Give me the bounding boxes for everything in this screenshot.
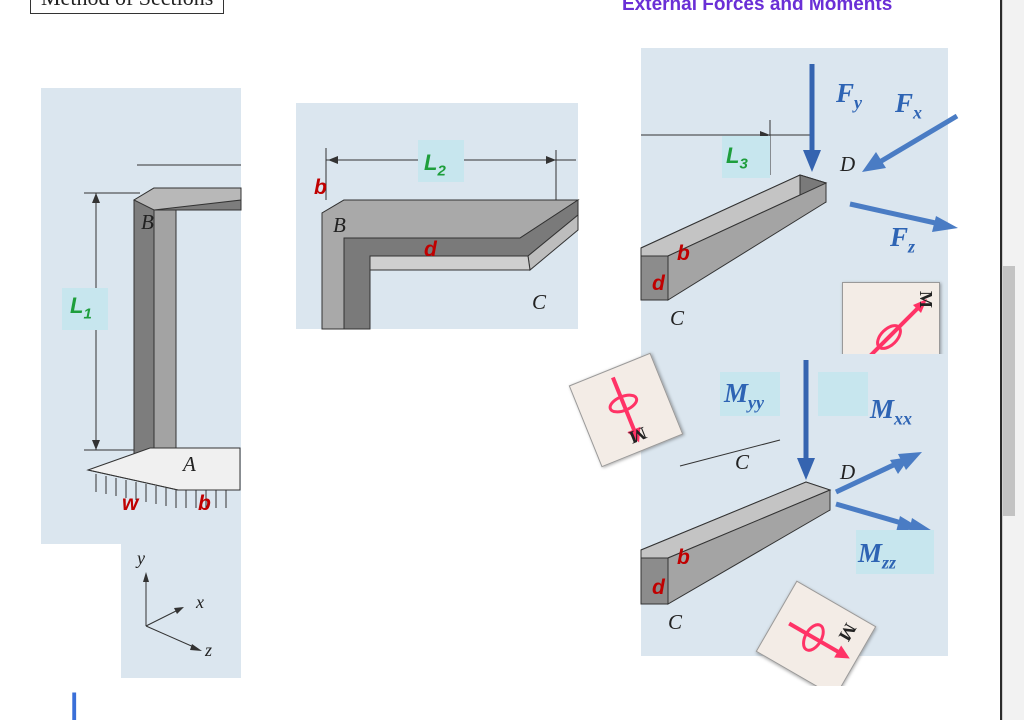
force-label-fz: Fz	[890, 222, 916, 257]
point-label-c-dimension: C	[735, 450, 750, 474]
axis-label-y: y	[137, 548, 145, 568]
point-label-b: B	[333, 213, 346, 237]
moment-vector-icon	[608, 376, 641, 443]
point-label-b: B	[141, 210, 154, 234]
length-label-l2: L2	[424, 150, 446, 180]
mzz-highlight	[856, 530, 934, 574]
slide: Method of Sections External Forces and M…	[0, 0, 1000, 686]
moment-vector-icon	[788, 621, 850, 659]
depth-label-d: d	[652, 272, 665, 295]
moment-label-mzz: Mzz	[858, 538, 897, 573]
l3-highlight	[722, 136, 770, 178]
moment-label-myy: Myy	[724, 378, 764, 413]
point-label-d: D	[840, 460, 856, 484]
point-label-c: C	[532, 290, 547, 314]
moment-card-z: M	[755, 580, 877, 686]
section-title: Method of Sections	[30, 0, 225, 14]
point-label-d: D	[840, 152, 856, 176]
width-label-b: b	[314, 176, 327, 199]
base-depth-label: b	[198, 492, 211, 515]
depth-label-d: d	[424, 238, 437, 261]
axis-label-x: x	[196, 592, 204, 612]
width-label-b: b	[677, 546, 690, 569]
next-slide-preview: |	[0, 686, 1000, 720]
length-label-l3: L3	[726, 143, 748, 173]
scrollbar-thumb[interactable]	[1003, 266, 1015, 516]
point-label-c: C	[668, 610, 683, 634]
bent-member-diagram	[321, 148, 580, 330]
next-slide-fragment: |	[70, 688, 79, 720]
axes-photo	[121, 544, 241, 678]
l1-highlight	[62, 288, 108, 330]
l2-highlight	[418, 140, 464, 182]
depth-label-d: d	[652, 576, 665, 599]
point-label-a: A	[183, 452, 196, 476]
axis-label-z: z	[205, 640, 213, 660]
force-label-fx: Fx	[895, 88, 923, 123]
moment-label-mxx: Mxx	[870, 394, 913, 429]
moments-diagram	[640, 360, 934, 605]
forces-diagram	[640, 64, 959, 301]
length-label-l1: L1	[70, 293, 92, 323]
width-label-b: b	[677, 242, 690, 265]
myy-highlight	[720, 372, 780, 416]
moment-card-y: M	[568, 352, 684, 468]
slide-heading: External Forces and Moments	[622, 0, 893, 15]
point-label-c: C	[670, 306, 685, 330]
base-width-label: w	[122, 492, 139, 515]
mxx-highlight	[818, 372, 868, 416]
force-label-fy: Fy	[836, 78, 863, 113]
